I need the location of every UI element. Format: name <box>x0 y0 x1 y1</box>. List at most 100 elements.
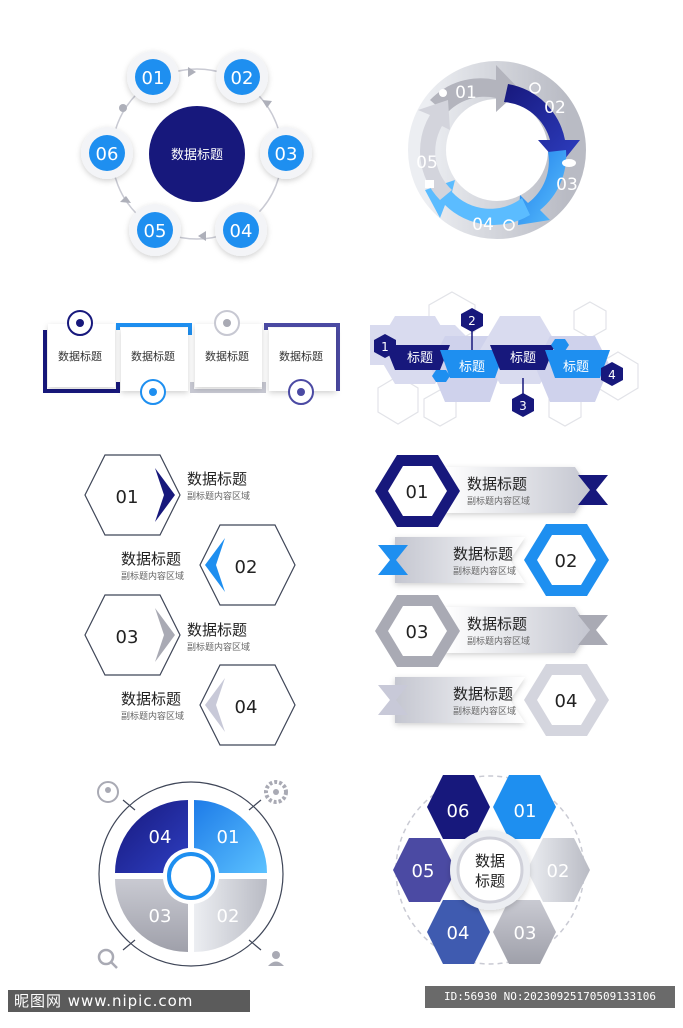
cycle-arrowhead <box>198 231 206 241</box>
svg-text:标题: 标题 <box>510 351 536 366</box>
svg-text:4: 4 <box>608 368 616 382</box>
hex-list-right-item-2: 02 数据标题 副标题内容区域 <box>378 524 609 596</box>
svg-text:2: 2 <box>468 314 476 328</box>
search-icon <box>97 948 118 969</box>
arrow-segment-05 <box>418 100 452 200</box>
flower-petal-06 <box>427 775 490 839</box>
hex-list-right-item-1: 01 数据标题 副标题内容区域 <box>375 455 608 527</box>
svg-text:02: 02 <box>231 68 254 89</box>
svg-text:02: 02 <box>555 551 578 572</box>
cycle-circles-diagram: 数据标题 01 02 03 04 05 06 <box>81 51 312 256</box>
arrow-segment-04 <box>425 180 530 225</box>
svg-text:02: 02 <box>217 906 240 927</box>
svg-text:04: 04 <box>235 697 258 718</box>
svg-text:04: 04 <box>447 923 470 944</box>
svg-text:副标题内容区域: 副标题内容区域 <box>453 705 516 717</box>
hex-label-bar-4 <box>545 350 610 378</box>
hex-marker-1 <box>374 334 396 358</box>
hex-list-left: 01 数据标题 副标题内容区域 02 数据标题 副标题内容区域 03 数据标题 … <box>84 454 296 746</box>
cycle-center-label: 数据标题 <box>171 148 223 163</box>
svg-text:02: 02 <box>235 557 258 578</box>
hex-label-bar-3 <box>490 345 555 370</box>
cycle-center <box>149 106 245 202</box>
svg-text:数据标题: 数据标题 <box>187 621 247 639</box>
step-card-3: 数据标题 <box>190 310 266 393</box>
arrow-segment-03 <box>518 150 567 225</box>
arrow-label-02: 02 <box>544 98 566 118</box>
svg-text:05: 05 <box>144 221 167 242</box>
arrow-label-04: 04 <box>472 215 494 235</box>
gear-icon <box>264 780 288 804</box>
quad-segment-04 <box>115 800 188 873</box>
hex-marker-4 <box>601 362 623 386</box>
hex-marker-2 <box>461 308 483 332</box>
flower-petal-05 <box>393 838 456 902</box>
hex-list-right-item-3: 03 数据标题 副标题内容区域 <box>375 595 608 667</box>
hex-list-left-item-1: 01 数据标题 副标题内容区域 <box>84 454 250 536</box>
globe-icon <box>503 219 515 231</box>
cycle-arrowhead <box>120 196 131 203</box>
svg-text:04: 04 <box>230 221 253 242</box>
svg-text:数据标题: 数据标题 <box>121 550 181 568</box>
arrow-label-05: 05 <box>416 153 438 173</box>
user-icon <box>439 89 447 97</box>
svg-text:06: 06 <box>96 144 119 165</box>
svg-text:副标题内容区域: 副标题内容区域 <box>467 635 530 647</box>
svg-text:副标题内容区域: 副标题内容区域 <box>467 495 530 507</box>
quad-segment-02 <box>194 879 267 952</box>
quad-circle-diagram: 04 01 03 02 <box>97 780 288 969</box>
arrow-label-01: 01 <box>455 83 477 103</box>
cycle-dot <box>119 104 127 112</box>
flower-petal-02 <box>527 838 590 902</box>
cycle-node-2: 02 <box>216 51 268 103</box>
svg-text:03: 03 <box>514 923 537 944</box>
user-icon <box>268 951 284 966</box>
arrow-label-03: 03 <box>556 175 578 195</box>
hex-list-left-item-4: 04 数据标题 副标题内容区域 <box>121 664 296 746</box>
svg-text:03: 03 <box>275 144 298 165</box>
quad-segment-01 <box>194 800 267 873</box>
cycle-arrowhead <box>262 100 272 108</box>
svg-text:数据标题: 数据标题 <box>453 545 513 563</box>
svg-text:02: 02 <box>547 861 570 882</box>
svg-text:标题: 标题 <box>475 872 505 890</box>
cycle-arrows-diagram: 01 02 03 04 05 <box>408 61 586 239</box>
svg-text:副标题内容区域: 副标题内容区域 <box>121 710 184 722</box>
cycle-node-5: 05 <box>129 204 181 256</box>
svg-text:标题: 标题 <box>459 360 485 375</box>
arrow-segment-02 <box>504 84 580 165</box>
svg-text:数据标题: 数据标题 <box>187 470 247 488</box>
hex-label-bar-2 <box>440 350 505 378</box>
cycle-node-4: 04 <box>215 204 267 256</box>
svg-text:数据: 数据 <box>475 852 505 870</box>
watermark-id: ID:56930 NO:20230925170509133106 <box>425 986 675 1008</box>
cycle-node-1: 01 <box>127 51 179 103</box>
svg-text:01: 01 <box>217 827 240 848</box>
hex-flower-diagram: 数据 标题 06 01 05 02 04 03 <box>393 775 590 965</box>
svg-text:数据标题: 数据标题 <box>453 685 513 703</box>
svg-text:副标题内容区域: 副标题内容区域 <box>453 565 516 577</box>
flower-petal-03 <box>493 900 556 964</box>
hex-list-left-item-3: 03 数据标题 副标题内容区域 <box>84 594 250 676</box>
flower-petal-04 <box>427 900 490 964</box>
svg-text:数据标题: 数据标题 <box>58 349 102 363</box>
step-card-1: 数据标题 <box>43 310 120 393</box>
svg-text:标题: 标题 <box>563 360 589 375</box>
quad-segment-03 <box>115 879 188 952</box>
svg-text:03: 03 <box>406 622 429 643</box>
svg-text:01: 01 <box>406 482 429 503</box>
hex-list-right: 01 数据标题 副标题内容区域 02 数据标题 副标题内容区域 03 数据标题 … <box>375 455 609 736</box>
svg-text:04: 04 <box>555 691 578 712</box>
svg-text:副标题内容区域: 副标题内容区域 <box>121 570 184 582</box>
arrow-segment-01 <box>430 65 520 114</box>
step-card-4: 数据标题 <box>264 323 340 405</box>
svg-text:1: 1 <box>381 340 389 354</box>
cloud-icon <box>562 159 576 167</box>
svg-text:03: 03 <box>149 906 172 927</box>
chart-icon <box>425 180 434 188</box>
quad-outer-ring <box>98 781 284 967</box>
hex-list-left-item-2: 02 数据标题 副标题内容区域 <box>121 524 296 606</box>
svg-text:04: 04 <box>149 827 172 848</box>
svg-text:数据标题: 数据标题 <box>121 690 181 708</box>
